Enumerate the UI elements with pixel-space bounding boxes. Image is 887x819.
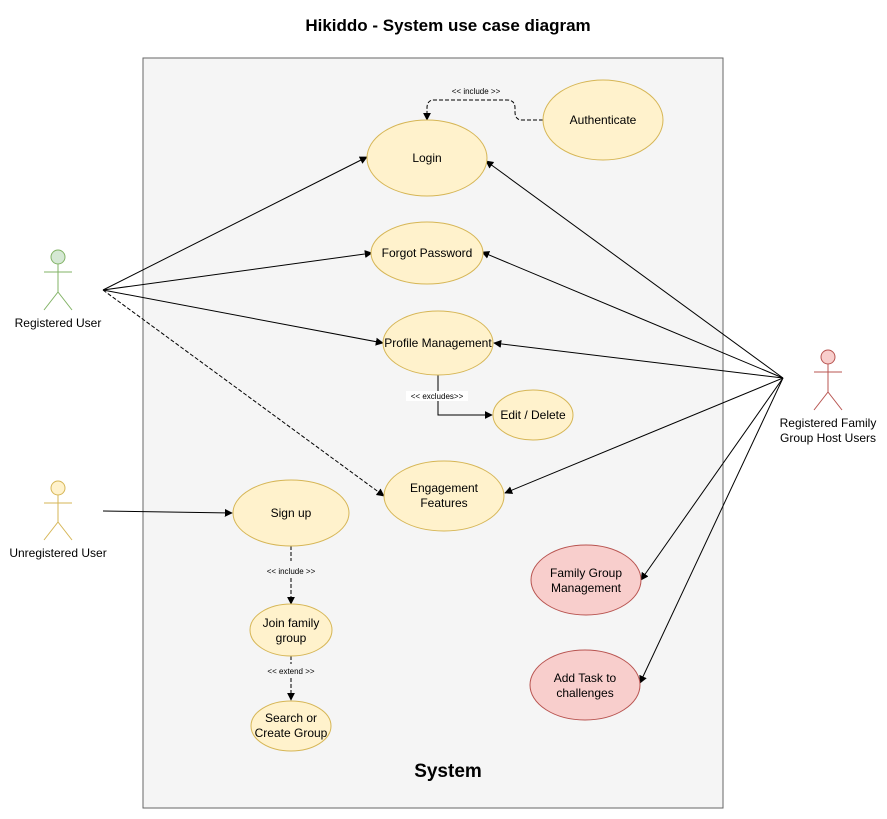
connector-host-engagement: [504, 377, 784, 494]
diagram-title: Hikiddo - System use case diagram: [305, 16, 590, 35]
use-case-join-family-group[interactable]: Join family group: [249, 603, 333, 657]
use-case-family-group-management[interactable]: Family Group Management: [530, 544, 642, 616]
connector-host-profile: [493, 339, 784, 379]
profile-management-label: Profile Management: [384, 336, 492, 350]
excludes-label-bg: [406, 391, 468, 401]
search-create-label-line2: Create Group: [255, 726, 328, 740]
stick-figure-icon: [813, 349, 843, 411]
edit-delete-label: Edit / Delete: [500, 408, 566, 422]
connector-unregistered-signup: [102, 508, 233, 517]
add-task-label-line1: Add Task to: [554, 671, 617, 685]
join-family-label-line1: Join family: [263, 616, 320, 630]
system-label: System: [414, 761, 482, 782]
connector-excludes-edit: [437, 375, 493, 419]
stick-figure-icon: [43, 480, 73, 541]
engagement-label-line2: Features: [420, 496, 467, 510]
actor-host-user[interactable]: Registered Family Group Host Users: [780, 349, 877, 445]
use-case-forgot-password[interactable]: Forgot Password: [370, 221, 484, 285]
unregistered-user-label: Unregistered User: [9, 546, 106, 560]
family-group-label-line2: Management: [551, 581, 622, 595]
forgot-password-label: Forgot Password: [382, 246, 473, 260]
use-case-engagement-features[interactable]: Engagement Features: [383, 460, 505, 532]
use-case-search-create-group[interactable]: Search or Create Group: [250, 700, 332, 752]
connector-host-login: [485, 160, 784, 379]
connector-registered-engagement: [102, 289, 385, 497]
use-case-authenticate[interactable]: Authenticate: [542, 79, 664, 161]
include-join-label: << include >>: [267, 567, 316, 576]
excludes-label: << excludes>>: [411, 392, 464, 401]
use-case-add-task[interactable]: Add Task to challenges: [529, 649, 641, 721]
use-case-sign-up[interactable]: Sign up: [232, 479, 350, 547]
connector-include-authenticate: [423, 99, 543, 121]
search-create-label-line1: Search or: [265, 711, 317, 725]
use-case-edit-delete[interactable]: Edit / Delete: [492, 389, 574, 441]
connector-registered-login: [102, 156, 368, 291]
include-authenticate-label: << include >>: [452, 87, 501, 96]
stick-figure-icon: [43, 249, 73, 311]
sign-up-label: Sign up: [271, 506, 312, 520]
engagement-label-line1: Engagement: [410, 481, 479, 495]
join-family-label-line2: group: [276, 631, 307, 645]
connector-registered-forgot: [102, 250, 373, 291]
use-case-login[interactable]: Login: [366, 119, 488, 197]
host-user-label-line2: Group Host Users: [780, 431, 876, 445]
extend-search-label: << extend >>: [267, 667, 314, 676]
connector-registered-profile: [102, 289, 384, 346]
use-case-profile-management[interactable]: Profile Management: [382, 310, 494, 376]
connector-host-add-task: [639, 377, 784, 684]
registered-user-label: Registered User: [15, 316, 102, 330]
actor-unregistered-user[interactable]: Unregistered User: [9, 480, 107, 560]
connector-host-forgot: [481, 251, 784, 379]
host-user-label-line1: Registered Family: [780, 416, 877, 430]
connector-host-family-group: [640, 377, 784, 581]
family-group-label-line1: Family Group: [550, 566, 622, 580]
authenticate-label: Authenticate: [570, 113, 637, 127]
add-task-label-line2: challenges: [556, 686, 613, 700]
login-label: Login: [412, 151, 441, 165]
actor-registered-user[interactable]: Registered User: [15, 249, 102, 330]
